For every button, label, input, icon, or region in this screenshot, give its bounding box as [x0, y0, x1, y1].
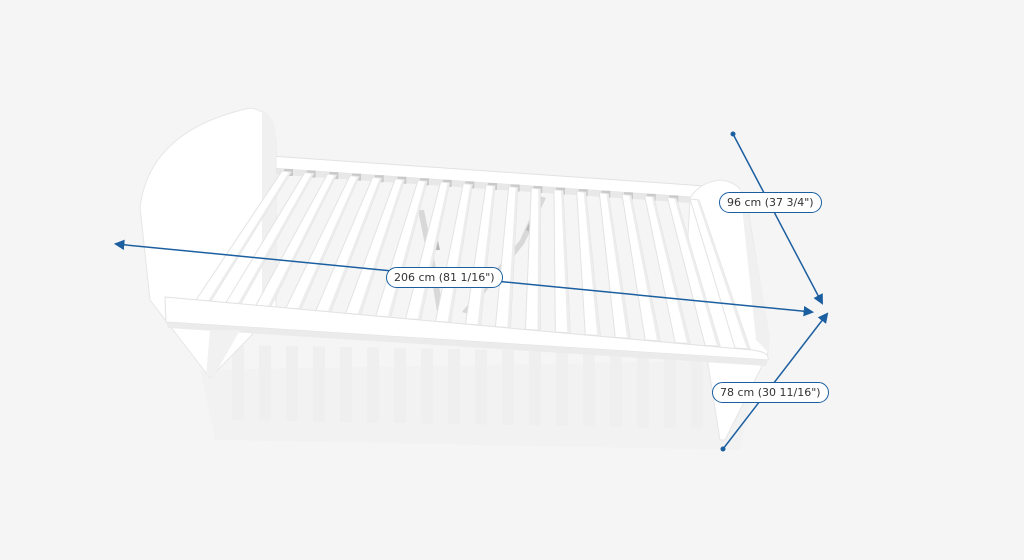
slat-reflection — [313, 346, 325, 422]
slat-reflection — [556, 351, 568, 426]
slat-reflection — [340, 347, 352, 422]
floor-reflection — [200, 345, 760, 450]
height-dimension-label: 78 cm (30 11/16") — [712, 382, 829, 403]
headboard — [139, 107, 277, 379]
slat-reflection — [529, 350, 541, 426]
slat-reflection — [421, 348, 433, 424]
width-dimension-start-dot — [730, 131, 736, 137]
slat-reflection — [610, 352, 622, 427]
slat-reflection — [259, 345, 271, 421]
slat-reflection — [637, 352, 649, 428]
width-dimension-label: 96 cm (37 3/4") — [719, 192, 822, 213]
slat-reflection — [394, 348, 406, 423]
slat-reflection — [232, 345, 244, 420]
slat — [494, 186, 519, 329]
slat-reflection — [286, 346, 298, 421]
height-dimension-start-dot — [720, 446, 726, 452]
slat-reflection — [664, 353, 676, 428]
slat-reflection — [502, 350, 514, 425]
slat-reflection — [448, 349, 460, 424]
length-dimension-label: 206 cm (81 1/16") — [386, 267, 503, 288]
height-dimension-line — [722, 312, 829, 450]
slat-reflection — [583, 351, 595, 427]
slat-reflection — [475, 349, 487, 425]
width-dimension-line — [732, 133, 823, 305]
slat-reflection — [367, 347, 379, 423]
slat-reflection — [691, 353, 703, 429]
